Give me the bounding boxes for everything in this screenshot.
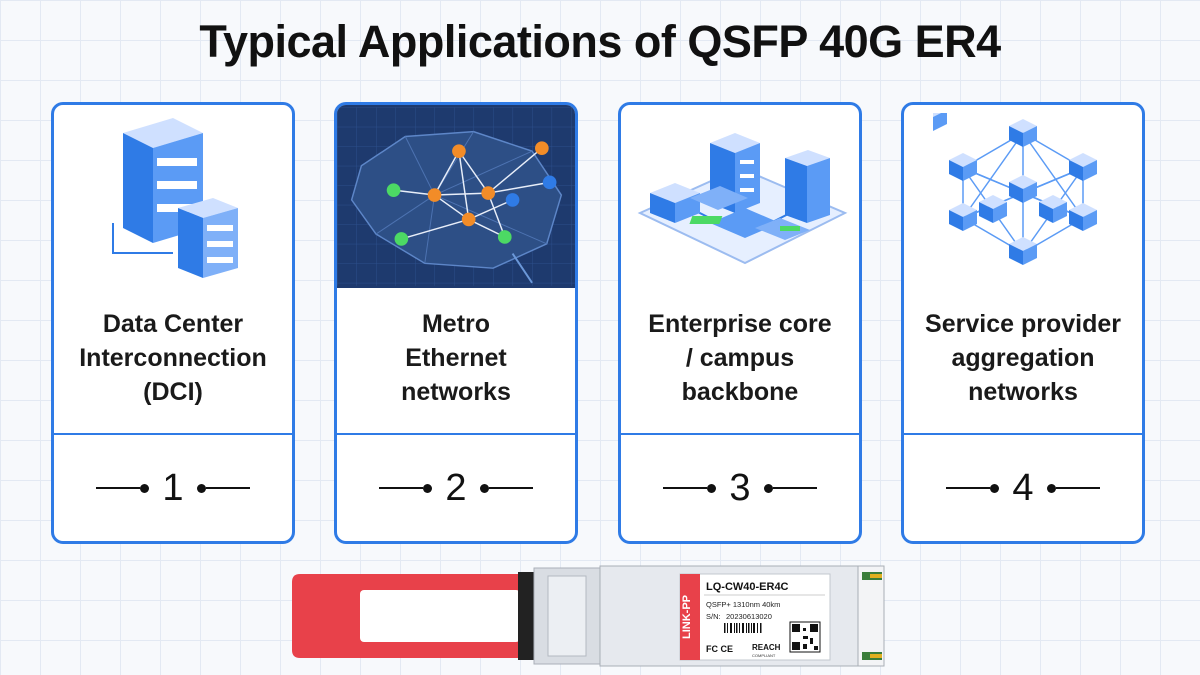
card-divider xyxy=(54,433,292,435)
card-number-row: 2 xyxy=(337,435,575,541)
module-reach-sub: COMPLIANT xyxy=(752,653,776,658)
card-number-row: 3 xyxy=(621,435,859,541)
module-cert: FC CE xyxy=(706,644,733,654)
qr-code xyxy=(789,621,821,653)
card-number: 4 xyxy=(1012,466,1034,509)
card-number: 3 xyxy=(729,466,751,509)
page-title: Typical Applications of QSFP 40G ER4 xyxy=(199,16,1001,67)
card-label: Enterprise core / campus backbone xyxy=(648,310,832,406)
card-number-row: 1 xyxy=(54,435,292,541)
barcode xyxy=(724,623,762,633)
card-label: Service provider aggregation networks xyxy=(925,310,1121,406)
card-number: 2 xyxy=(445,466,467,509)
card-label: Data Center Interconnection (DCI) xyxy=(79,310,267,406)
card-service-provider-aggregation: Service provider aggregation networks 4 xyxy=(901,102,1145,544)
qsfp-transceiver-image: LINK-PP LQ-CW40-ER4C QSFP+ 1310nm 40km S… xyxy=(292,565,885,667)
mesh-network-icon xyxy=(904,105,1142,290)
connector-line-left xyxy=(96,483,149,493)
card-metro-ethernet: Metro Ethernet networks 2 xyxy=(334,102,578,544)
module-spec: QSFP+ 1310nm 40km xyxy=(706,600,780,609)
module-serial-label: S/N: xyxy=(706,612,721,621)
module-brand: LINK-PP xyxy=(681,595,693,639)
card-data-center-interconnection: Data Center Interconnection (DCI) 1 xyxy=(51,102,295,544)
module-serial: 20230613020 xyxy=(726,612,772,621)
card-divider xyxy=(337,433,575,435)
connector-line-right xyxy=(197,483,250,493)
server-rack-icon xyxy=(54,105,292,290)
card-number-row: 4 xyxy=(904,435,1142,541)
metro-map-network-icon xyxy=(337,105,575,288)
module-part-number: LQ-CW40-ER4C xyxy=(706,581,789,593)
card-number: 1 xyxy=(162,466,184,509)
connector-line-right xyxy=(1047,483,1100,493)
connector-line-left xyxy=(663,483,716,493)
card-label: Metro Ethernet networks xyxy=(401,310,511,406)
card-enterprise-campus-backbone: Enterprise core / campus backbone 3 xyxy=(618,102,862,544)
connector-line-left xyxy=(946,483,999,493)
card-divider xyxy=(904,433,1142,435)
card-divider xyxy=(621,433,859,435)
connector-line-left xyxy=(379,483,432,493)
campus-buildings-icon xyxy=(621,105,859,290)
module-reach: REACH xyxy=(752,643,781,652)
connector-line-right xyxy=(764,483,817,493)
connector-line-right xyxy=(480,483,533,493)
